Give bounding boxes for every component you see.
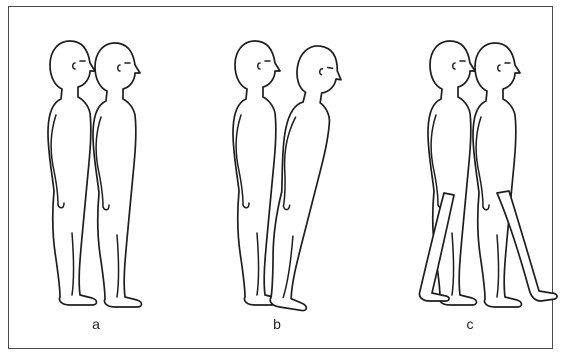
panel-a-back-person (48, 41, 97, 305)
panel-a-front-person (93, 43, 142, 307)
panel-label-b: b (267, 316, 287, 332)
panel-label-c: c (460, 316, 480, 332)
panel-b-figures (233, 41, 347, 311)
panel-label-a: a (86, 316, 106, 332)
panel-a-figures (48, 41, 142, 307)
panel-c-front-person (473, 43, 557, 307)
panel-c-back-person (419, 41, 476, 305)
panel-c-figures (419, 41, 557, 307)
